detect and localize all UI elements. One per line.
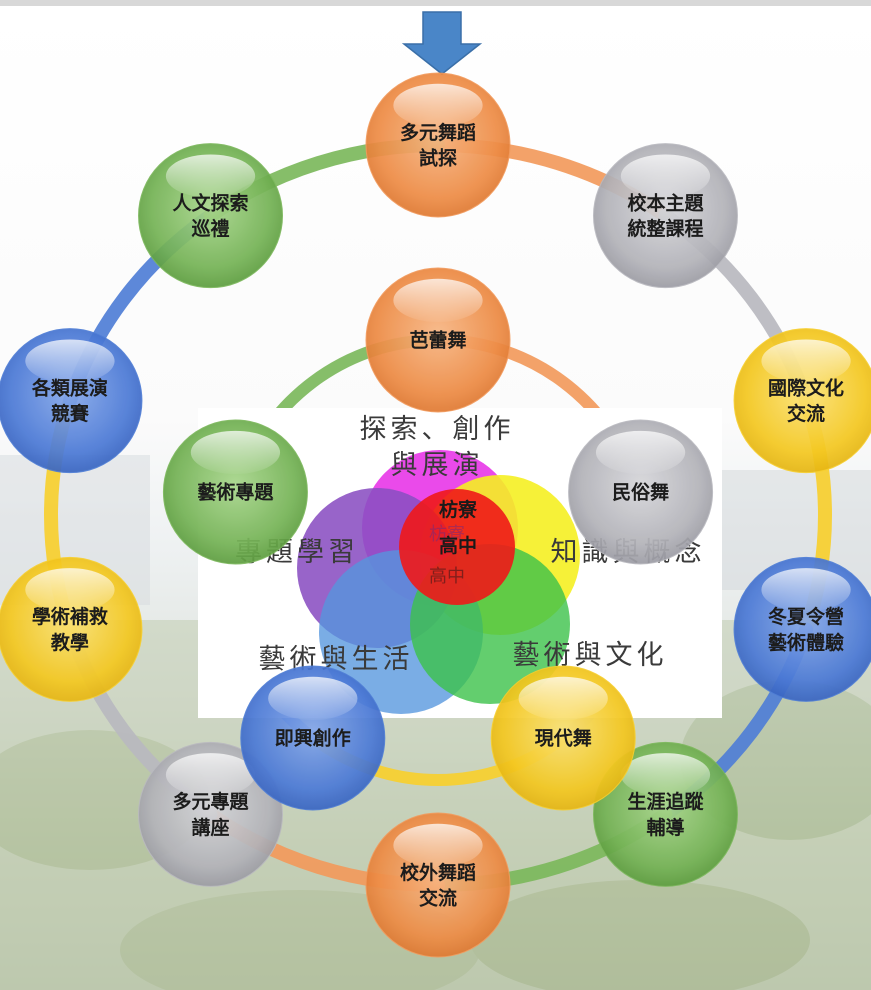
outer-node-label-line1: 冬夏令營 [768,605,844,628]
outer-node-label-line1: 生涯追蹤 [627,790,704,813]
inner-node-label-line1: 芭蕾舞 [409,329,466,352]
inner-node-label-line1: 藝術專題 [197,481,274,504]
venn-bottom-right-label: 藝術與文化 [513,640,668,671]
outer-node-label-line1: 多元舞蹈 [400,121,476,144]
node-gloss [165,753,256,797]
outer-nodes: 多元舞蹈試探校本主題統整課程國際文化交流冬夏令營藝術體驗生涯追蹤輔導校外舞蹈交流… [0,72,871,958]
inner-node-modern-dance: 現代舞 [490,665,636,811]
inner-node-folk-dance: 民俗舞 [568,419,714,565]
outer-node-label-line2: 輔導 [646,816,684,839]
outer-node-label-line2: 藝術體驗 [768,631,844,654]
node-gloss [620,154,711,198]
venn-circle-red [399,489,515,605]
outer-node-label-line1: 校本主題 [627,191,704,214]
inner-node-label-line1: 現代舞 [535,727,592,750]
node-gloss [620,753,711,797]
node-gloss [165,154,256,198]
inner-node-ballet: 芭蕾舞 [365,267,511,413]
inner-node-label-line1: 民俗舞 [612,481,669,504]
outer-node-label-line2: 交流 [787,402,825,425]
outer-node-label-line2: 教學 [51,631,89,654]
node-gloss [595,430,686,475]
outer-node-label-line1: 學術補救 [32,605,108,628]
node-gloss [190,430,281,475]
venn-center-shadow-line1: 枋寮 [429,524,465,545]
outer-node-label-line2: 交流 [419,886,457,909]
venn-center-line1: 枋寮 [439,498,478,521]
outer-node-label-line2: 試探 [419,146,457,169]
node-gloss [268,676,358,720]
outer-node-label-line1: 人文探索 [173,191,249,214]
venn-top-label-line2: 與展演 [391,450,484,481]
outer-node-label-line1: 各類展演 [31,376,108,399]
node-gloss [393,278,483,322]
venn-top-label-line1: 探索、創作 [360,414,515,445]
inner-node-label-line1: 即興創作 [275,727,351,750]
inner-node-improvisation: 即興創作 [240,665,386,811]
node-gloss [393,823,483,868]
outer-node-label-line2: 講座 [192,816,230,839]
outer-node-label-line2: 競賽 [51,402,90,425]
node-gloss [761,339,851,383]
node-gloss [25,339,115,383]
venn-center-shadow-line2: 高中 [429,566,465,587]
window-top-bar [0,0,871,6]
down-arrow-icon [401,11,483,75]
outer-node-label-line2: 統整課程 [627,217,703,240]
node-gloss [393,83,483,127]
outer-node-label-line1: 國際文化 [768,376,844,399]
inner-node-art-project: 藝術專題 [162,419,308,565]
outer-node-label-line1: 多元專題 [173,790,250,813]
node-gloss [25,568,115,612]
venn-center-line2: 高中 [439,534,477,557]
node-gloss [518,676,608,720]
outer-node-label-line1: 校外舞蹈 [400,861,476,884]
outer-node-label-line2: 巡禮 [192,217,230,240]
node-gloss [761,568,851,612]
